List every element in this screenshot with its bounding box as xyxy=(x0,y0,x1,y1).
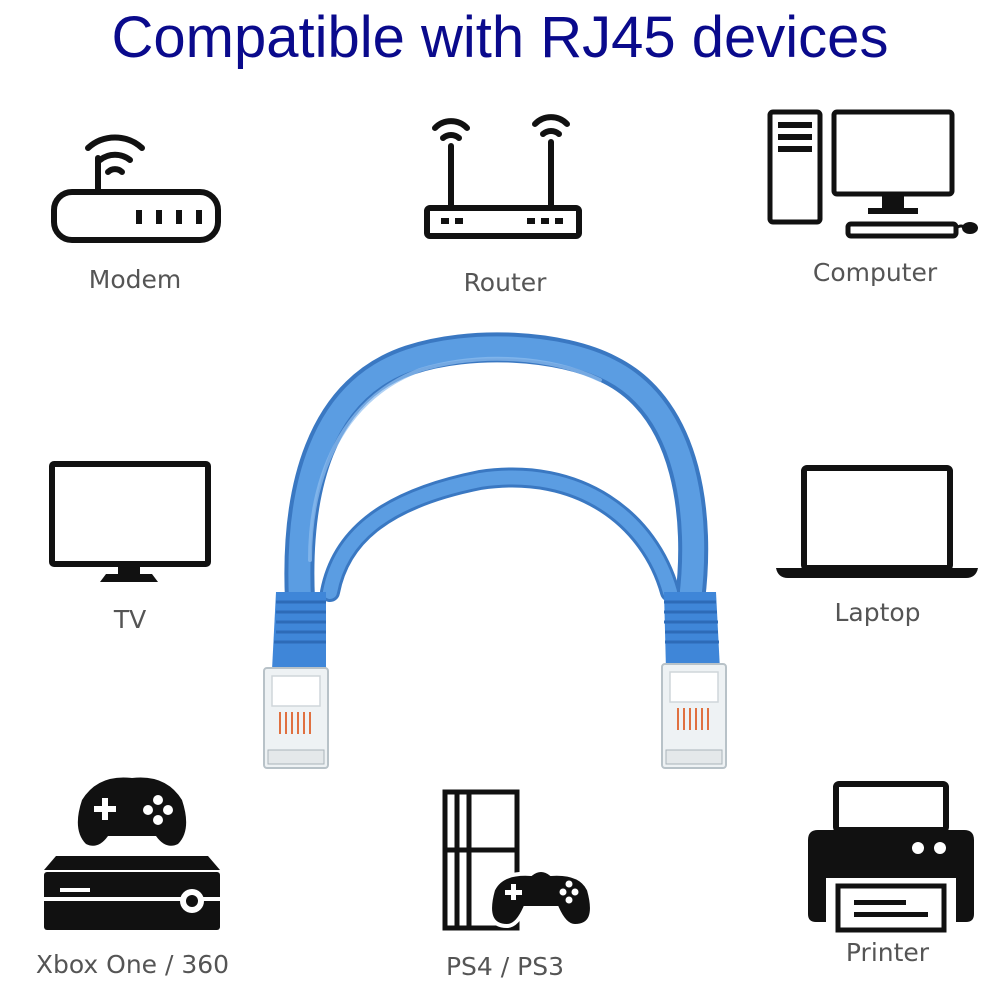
router-icon xyxy=(424,114,582,239)
ethernet-cable-image xyxy=(263,332,727,769)
left-connector-boot xyxy=(272,592,326,670)
right-rj45-plug xyxy=(661,663,727,769)
computer-icon xyxy=(767,109,978,239)
device-label-router: Router xyxy=(463,268,547,297)
device-label-ps: PS4 / PS3 xyxy=(445,952,565,981)
device-label-modem: Modem xyxy=(88,265,182,294)
device-label-computer: Computer xyxy=(812,258,938,287)
device-label-tv: TV xyxy=(113,605,147,634)
printer-icon xyxy=(808,781,974,933)
playstation-console-icon xyxy=(442,789,594,931)
device-printer: Printer xyxy=(790,770,985,980)
device-laptop: Laptop xyxy=(770,450,985,650)
device-label-printer: Printer xyxy=(845,938,930,967)
page-title: Compatible with RJ45 devices xyxy=(111,5,889,70)
device-label-xbox: Xbox One / 360 xyxy=(35,950,230,979)
device-label-laptop: Laptop xyxy=(834,598,921,627)
laptop-icon xyxy=(776,465,978,578)
xbox-console-icon xyxy=(44,777,220,930)
modem-icon xyxy=(51,134,221,243)
device-tv: TV xyxy=(40,450,220,650)
device-router: Router xyxy=(415,100,595,310)
right-connector-boot xyxy=(664,592,720,670)
device-ps: PS4 / PS3 xyxy=(405,780,605,995)
device-computer: Computer xyxy=(760,100,990,300)
tv-icon xyxy=(49,461,211,582)
left-rj45-plug xyxy=(263,667,329,769)
device-xbox: Xbox One / 360 xyxy=(20,760,245,990)
device-modem: Modem xyxy=(40,100,230,310)
